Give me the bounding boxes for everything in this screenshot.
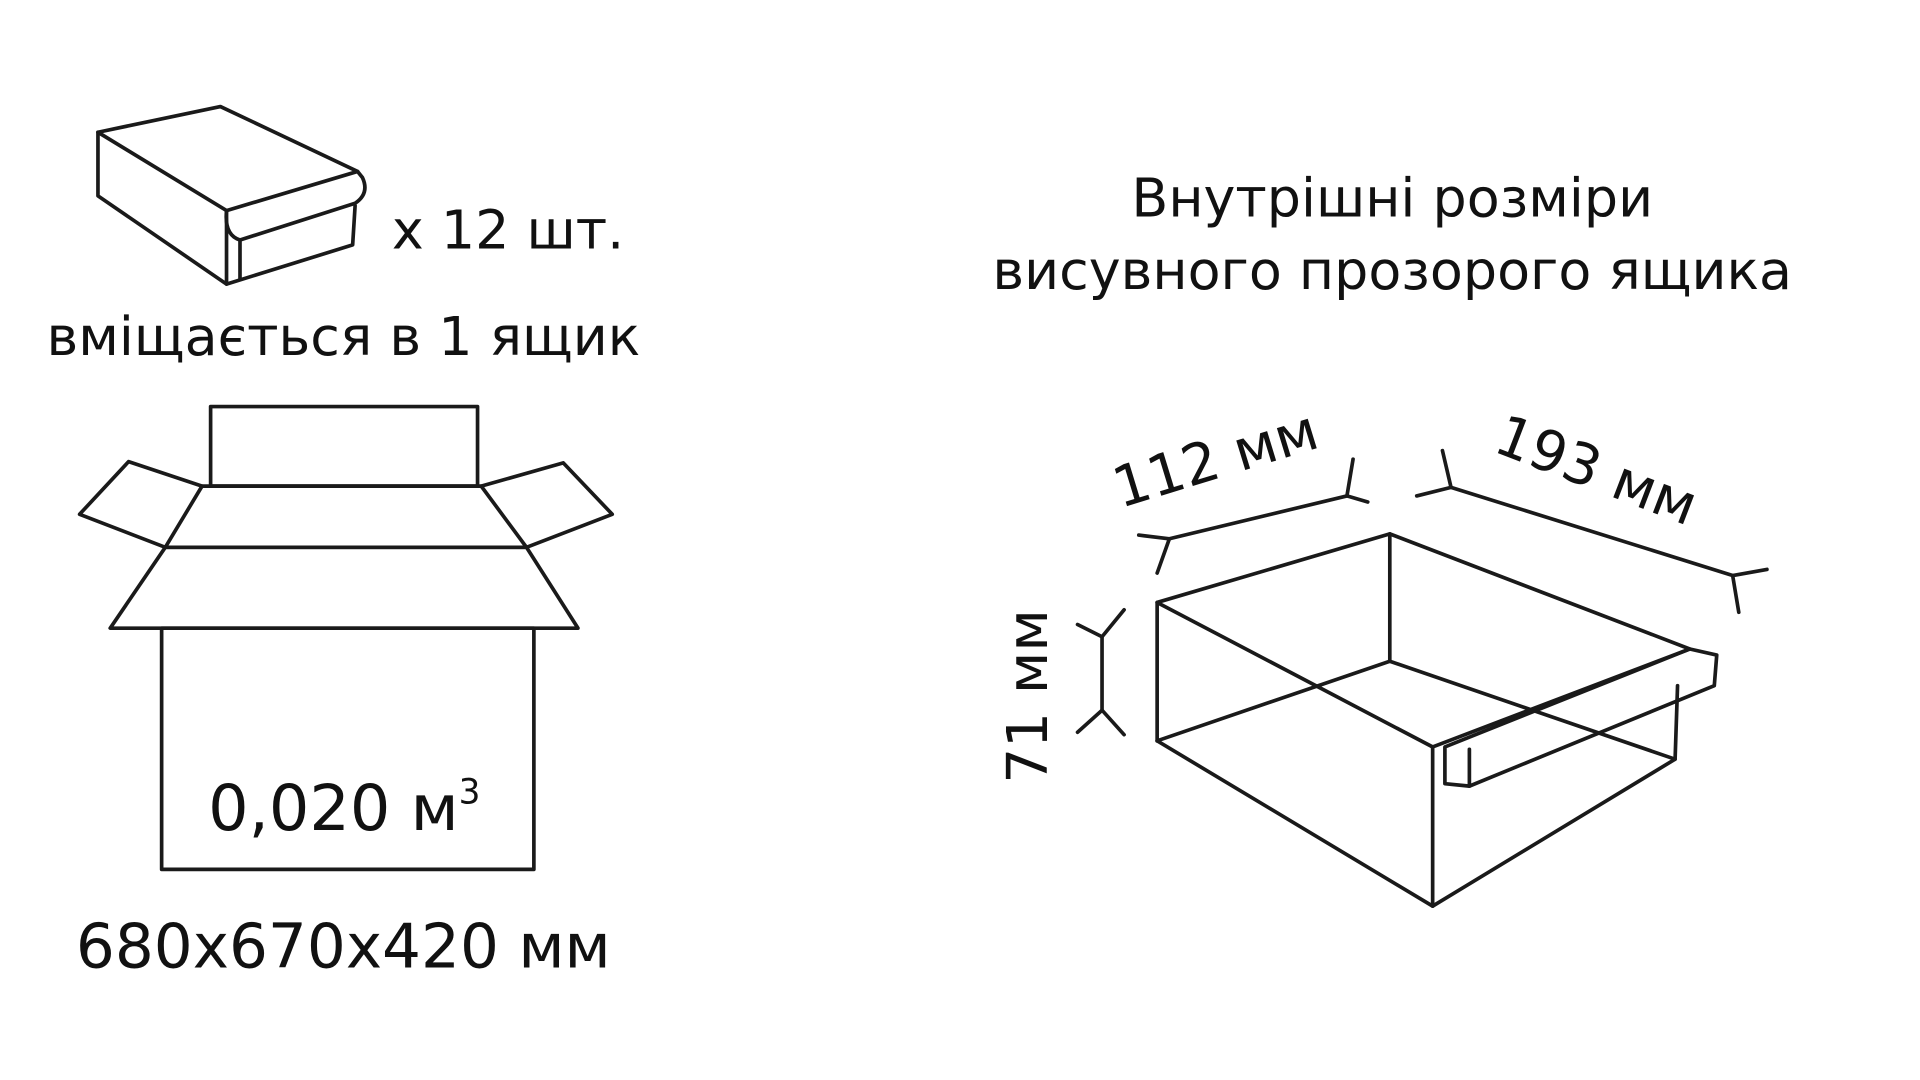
width-dimension: 112 мм xyxy=(1105,398,1325,522)
drawer-icon xyxy=(1155,532,1719,908)
carton-size-label: 680x670x420 мм xyxy=(76,911,611,982)
title-line-1: Внутрішні розміри xyxy=(1131,167,1653,230)
fits-label: вміщається в 1 ящик xyxy=(47,305,641,368)
height-dimension: 71 мм xyxy=(996,609,1061,784)
product-box-icon xyxy=(96,104,367,286)
dimension-lines xyxy=(1075,448,1769,737)
volume-label: 0,020 м3 xyxy=(208,772,480,846)
carton-icon xyxy=(77,404,615,872)
title-line-2: висувного прозорого ящика xyxy=(992,239,1792,302)
quantity-label: x 12 шт. xyxy=(392,199,624,262)
length-dimension: 193 мм xyxy=(1486,403,1706,539)
